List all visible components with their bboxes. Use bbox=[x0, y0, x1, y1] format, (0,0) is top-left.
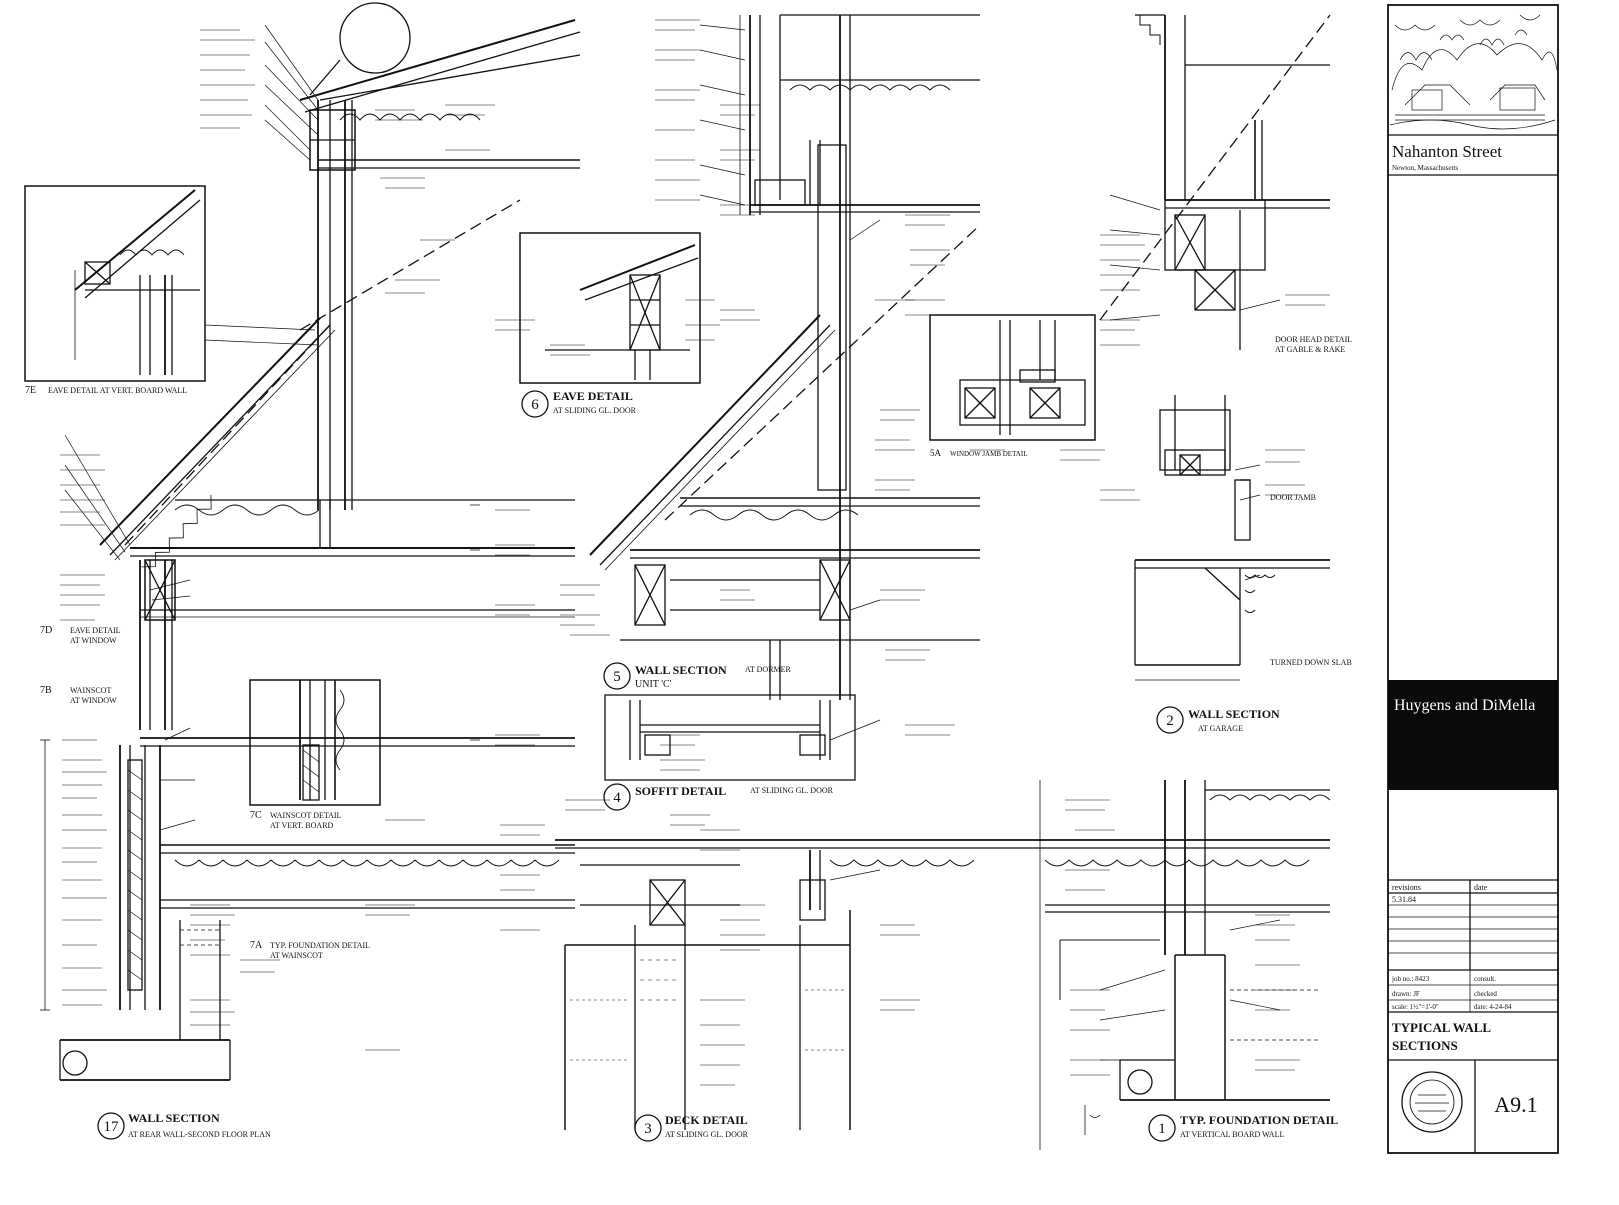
detail-17-subtitle: AT REAR WALL-SECOND FLOOR PLAN bbox=[128, 1130, 271, 1139]
consult-label: consult. bbox=[1474, 975, 1496, 983]
checked-label: checked bbox=[1474, 990, 1497, 998]
detail-7B-title: WAINSCOT bbox=[70, 686, 111, 695]
detail-7C-inset bbox=[249, 679, 381, 806]
detail-17-title: WALL SECTION bbox=[128, 1111, 220, 1125]
scale-label: scale: 1½"=1'-0" bbox=[1392, 1003, 1439, 1011]
detail-1-subtitle: AT VERTICAL BOARD WALL bbox=[1180, 1130, 1284, 1139]
detail-5-unit: UNIT 'C' bbox=[635, 679, 672, 690]
note-door-jamb: DOOR JAMB bbox=[1270, 493, 1316, 502]
sheet-title-line1: TYPICAL WALL bbox=[1392, 1020, 1491, 1035]
firm-subtitle: Architects and Planners bbox=[1398, 794, 1465, 802]
project-location: Newton, Massachusetts bbox=[1392, 164, 1458, 172]
sheet-number: A9.1 bbox=[1494, 1092, 1537, 1117]
detail-7C-subtitle: AT VERT. BOARD bbox=[270, 821, 334, 830]
detail-7A-subtitle: AT WAINSCOT bbox=[270, 951, 323, 960]
firm-address-lines bbox=[1398, 807, 1478, 830]
detail-7E-inset bbox=[24, 185, 206, 382]
detail-7E-title: EAVE DETAIL AT VERT. BOARD WALL bbox=[48, 386, 187, 395]
detail-7C-title: WAINSCOT DETAIL bbox=[270, 811, 342, 820]
callout-4-number: 4 bbox=[613, 790, 621, 806]
detail-7D-title: EAVE DETAIL bbox=[70, 626, 121, 635]
detail-6-title: EAVE DETAIL bbox=[553, 389, 633, 403]
detail-5A-title: WINDOW JAMB DETAIL bbox=[950, 450, 1027, 458]
detail-6-inset bbox=[519, 232, 701, 384]
detail-4-linework bbox=[604, 694, 856, 781]
job-number: job no.: 8423 bbox=[1391, 975, 1430, 983]
detail-5-subtitle: AT DORMER bbox=[745, 665, 792, 674]
note-door-head: DOOR HEAD DETAIL bbox=[1275, 335, 1352, 344]
detail-4-title: SOFFIT DETAIL bbox=[635, 784, 726, 798]
detail-2-subtitle: AT GARAGE bbox=[1198, 724, 1243, 733]
revisions-label: revisions bbox=[1392, 883, 1421, 892]
detail-7D-subtitle: AT WINDOW bbox=[70, 636, 117, 645]
detail-5-title: WALL SECTION bbox=[635, 663, 727, 677]
callout-5-number: 5 bbox=[613, 669, 621, 685]
detail-callout-circles bbox=[97, 390, 1184, 1142]
detail-3-linework bbox=[555, 839, 980, 1130]
detail-6-subtitle: AT SLIDING GL. DOOR bbox=[553, 406, 637, 415]
detail-3-title: DECK DETAIL bbox=[665, 1113, 748, 1127]
detail-7C-id: 7C bbox=[250, 810, 262, 821]
callout-2-number: 2 bbox=[1166, 713, 1174, 729]
firm-name: Huygens and DiMella bbox=[1394, 697, 1535, 714]
detail-7D-id: 7D bbox=[40, 625, 52, 636]
detail-numbers: 6 5 4 2 17 3 1 bbox=[104, 397, 1174, 1137]
title-block-frame bbox=[1387, 4, 1559, 1154]
detail-7B-id: 7B bbox=[40, 685, 52, 696]
detail-7A-title: TYP. FOUNDATION DETAIL bbox=[270, 941, 370, 950]
detail-7E-id: 7E bbox=[25, 385, 36, 396]
drawn-by: drawn: JF bbox=[1392, 990, 1420, 998]
detail-17-linework bbox=[40, 2, 581, 1081]
firm-block bbox=[1388, 680, 1558, 790]
detail-7A-id: 7A bbox=[250, 940, 263, 951]
detail-5A-inset bbox=[929, 314, 1096, 441]
detail-1-title: TYP. FOUNDATION DETAIL bbox=[1180, 1113, 1338, 1127]
date-label: date bbox=[1474, 883, 1488, 892]
annotation-scribbles bbox=[60, 19, 1330, 1086]
drawing-date: date: 4-24-84 bbox=[1474, 1003, 1512, 1011]
leader-lines bbox=[64, 24, 1281, 1061]
project-name: Nahanton Street bbox=[1392, 142, 1502, 161]
detail-3-subtitle: AT SLIDING GL. DOOR bbox=[665, 1130, 749, 1139]
detail-5A-id: 5A bbox=[930, 448, 942, 458]
detail-5-linework bbox=[589, 14, 1331, 700]
detail-2-linework bbox=[1134, 14, 1330, 681]
callout-1-number: 1 bbox=[1158, 1121, 1166, 1137]
callout-6-number: 6 bbox=[531, 397, 539, 413]
detail-2-title: WALL SECTION bbox=[1188, 707, 1280, 721]
callout-17-number: 17 bbox=[104, 1119, 120, 1135]
house-vignette bbox=[1389, 14, 1558, 130]
note-turned-down-slab: TURNED DOWN SLAB bbox=[1270, 658, 1352, 667]
detail-4-subtitle: AT SLIDING GL. DOOR bbox=[750, 786, 834, 795]
detail-7B-subtitle: AT WINDOW bbox=[70, 696, 117, 705]
callout-3-number: 3 bbox=[644, 1121, 652, 1137]
note-door-head-sub: AT GABLE & RAKE bbox=[1275, 345, 1345, 354]
sheet-title-line2: SECTIONS bbox=[1392, 1038, 1458, 1053]
detail-titles: 7E EAVE DETAIL AT VERT. BOARD WALL EAVE … bbox=[25, 335, 1352, 1139]
revision-entry: 5.31.84 bbox=[1392, 895, 1416, 904]
